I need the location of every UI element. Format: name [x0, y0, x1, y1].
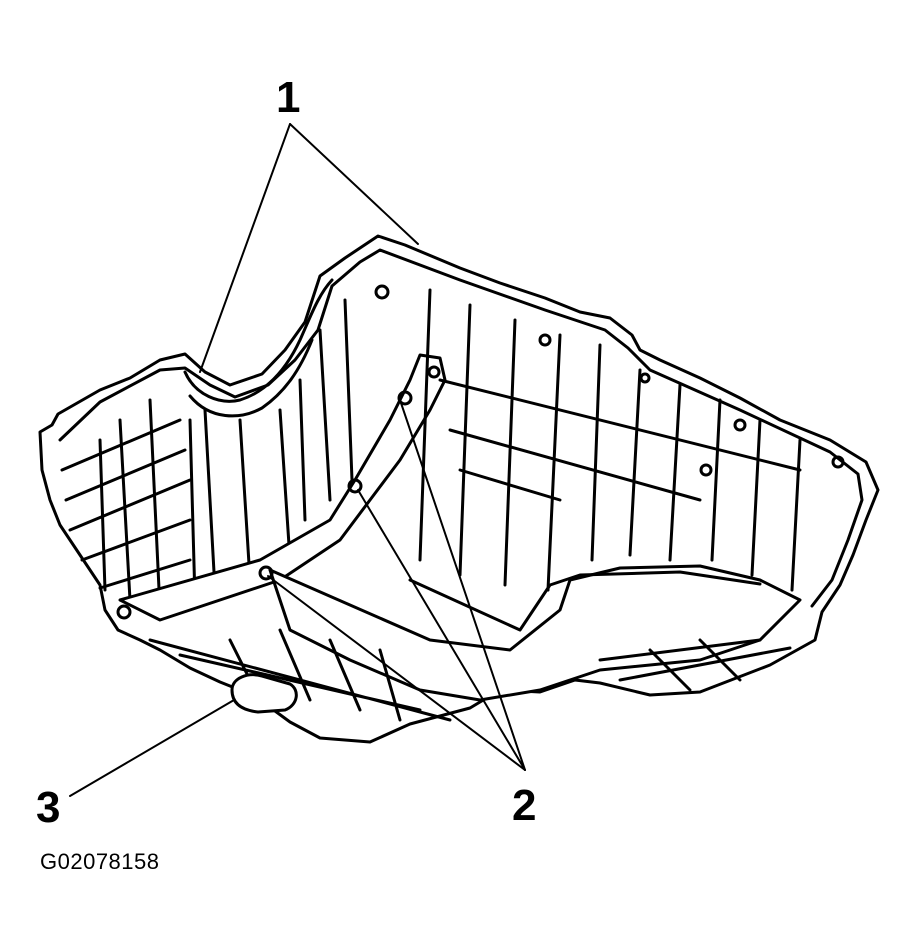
leader-2c [267, 575, 526, 771]
right-rib-set [418, 288, 802, 592]
bottom-ribs [148, 628, 792, 722]
bolt-hole-right-3 [699, 463, 713, 477]
bolt-hole-lower [258, 565, 274, 581]
callout-3: 3 [36, 783, 61, 832]
crank-arch [183, 278, 334, 403]
leader-1b [289, 123, 419, 245]
diagonal-brace [118, 353, 447, 622]
leader-3 [69, 699, 235, 797]
pan-inner-rim [58, 248, 864, 608]
leader-2a [399, 399, 526, 771]
leader-1a [199, 123, 291, 373]
left-rib-set [60, 398, 192, 612]
bolt-hole-boss [427, 365, 441, 379]
bolt-hole-right-5 [639, 372, 651, 384]
bolt-hole-upper [397, 390, 413, 406]
callout-1: 1 [276, 73, 301, 122]
drain-boss [230, 673, 298, 714]
bolt-hole-left [116, 604, 132, 620]
center-left-webs [188, 298, 354, 602]
callout-2: 2 [512, 781, 537, 830]
figure-id: G02078158 [40, 849, 160, 874]
bolt-hole-right-4 [831, 455, 845, 469]
bolt-hole-right-1 [538, 333, 552, 347]
bolt-hole-right-2 [733, 418, 747, 432]
sump-floor-lip [408, 570, 762, 632]
sump-floor [268, 564, 802, 702]
bolt-hole-middle [347, 478, 363, 494]
crank-arch-inner [188, 338, 314, 418]
bolt-hole-top [374, 284, 390, 300]
leader-2b [357, 489, 526, 771]
